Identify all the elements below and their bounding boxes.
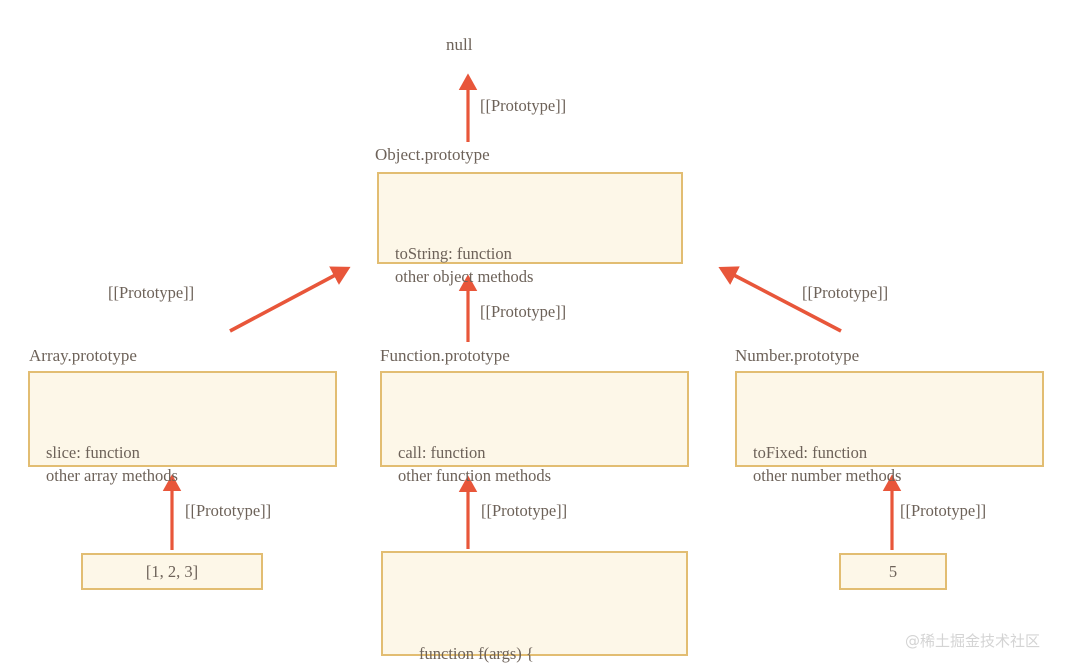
node-number-prototype-body: toFixed: function other number methods [753, 443, 902, 485]
edge-label-number-inst-to-proto: [[Prototype]] [900, 501, 987, 520]
node-number-prototype: toFixed: function other number methods [735, 371, 1044, 485]
node-number-instance: 5 [839, 553, 947, 590]
edge-label-array-inst-to-proto: [[Prototype]] [185, 501, 272, 520]
node-function-instance: function f(args) { ... } [381, 551, 688, 663]
node-function-prototype: call: function other function methods [380, 371, 689, 485]
caption-function-prototype: Function.prototype [380, 346, 510, 365]
node-object-prototype: toString: function other object methods [377, 172, 683, 286]
node-array-instance-body: [1, 2, 3] [145, 562, 199, 581]
edge-label-function-inst-to-proto: [[Prototype]] [481, 501, 568, 520]
edge-label-number-proto-to-object: [[Prototype]] [802, 283, 889, 302]
node-object-prototype-body: toString: function other object methods [395, 244, 534, 286]
edge-label-array-proto-to-object: [[Prototype]] [108, 283, 195, 302]
null-label: null [446, 35, 473, 54]
caption-array-prototype: Array.prototype [29, 346, 137, 365]
node-array-prototype-body: slice: function other array methods [46, 443, 178, 485]
node-array-prototype: slice: function other array methods [28, 371, 337, 485]
caption-number-prototype: Number.prototype [735, 346, 860, 365]
watermark: @稀土掘金技术社区 [905, 632, 1041, 650]
caption-object-prototype: Object.prototype [375, 145, 490, 164]
node-function-instance-body: function f(args) { ... } [419, 644, 534, 663]
node-number-instance-body: 5 [888, 562, 898, 581]
edge-label-object-to-null: [[Prototype]] [480, 96, 567, 115]
node-function-prototype-body: call: function other function methods [398, 443, 552, 485]
node-array-instance: [1, 2, 3] [81, 553, 263, 590]
arrow-array-proto-to-object [229, 266, 351, 333]
edge-label-function-proto-to-object: [[Prototype]] [480, 302, 567, 321]
